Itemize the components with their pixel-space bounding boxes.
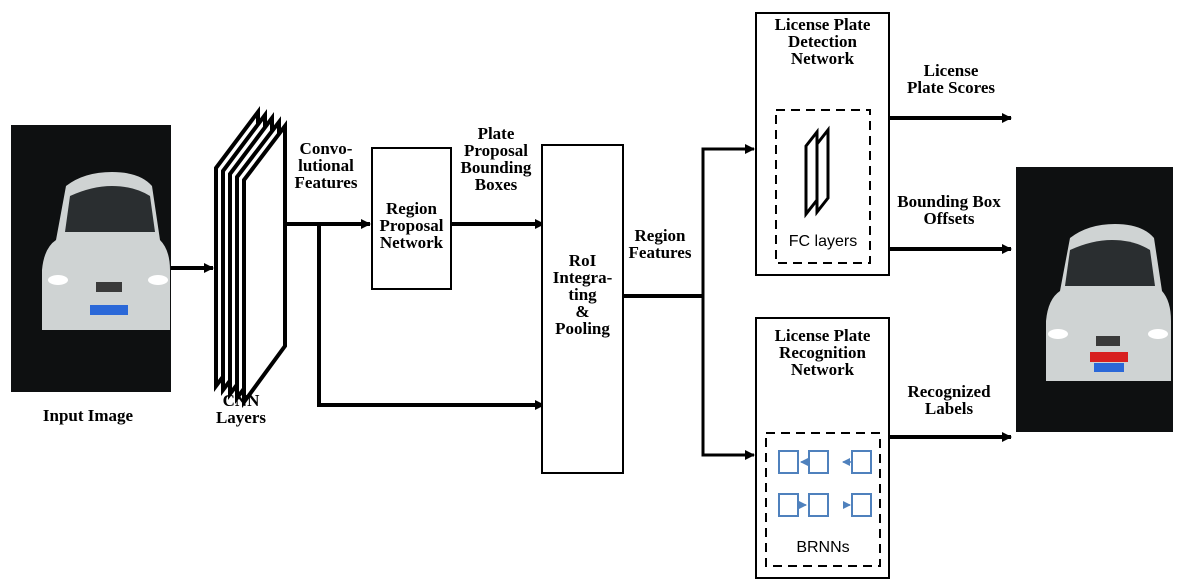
roi-pooling-label: RoI Integra- ting & Pooling: [542, 252, 623, 337]
input-license-plate: [90, 305, 128, 315]
plate-proposal-bounding-boxes-label: Plate Proposal Bounding Boxes: [450, 125, 542, 193]
cnn-layers-label: CNN Layers: [206, 392, 276, 426]
output-license-plate: [1094, 363, 1124, 372]
region-proposal-network-label: Region Proposal Network: [372, 200, 451, 251]
input-image-label: Input Image: [28, 407, 148, 424]
input-image: [11, 125, 171, 392]
arrow-to-detection: [703, 149, 754, 296]
output-image: [1016, 167, 1173, 432]
recognition-network-title: License Plate Recognition Network: [756, 327, 889, 378]
detection-network-title: License Plate Detection Network: [756, 16, 889, 67]
fc-layers-icon: [806, 130, 828, 214]
cnn-layers: [216, 112, 285, 402]
output-license-plate-highlight: [1090, 352, 1128, 362]
brnns-label: BRNNs: [766, 539, 880, 556]
license-plate-scores-label: License Plate Scores: [890, 62, 1012, 96]
region-features-label: Region Features: [620, 227, 700, 261]
arrow-to-recognition: [703, 296, 754, 455]
bounding-box-offsets-label: Bounding Box Offsets: [884, 193, 1014, 227]
convolutional-features-label: Convo- lutional Features: [286, 140, 366, 191]
recognized-labels-label: Recognized Labels: [884, 383, 1014, 417]
fc-layers-label: FC layers: [776, 233, 870, 250]
